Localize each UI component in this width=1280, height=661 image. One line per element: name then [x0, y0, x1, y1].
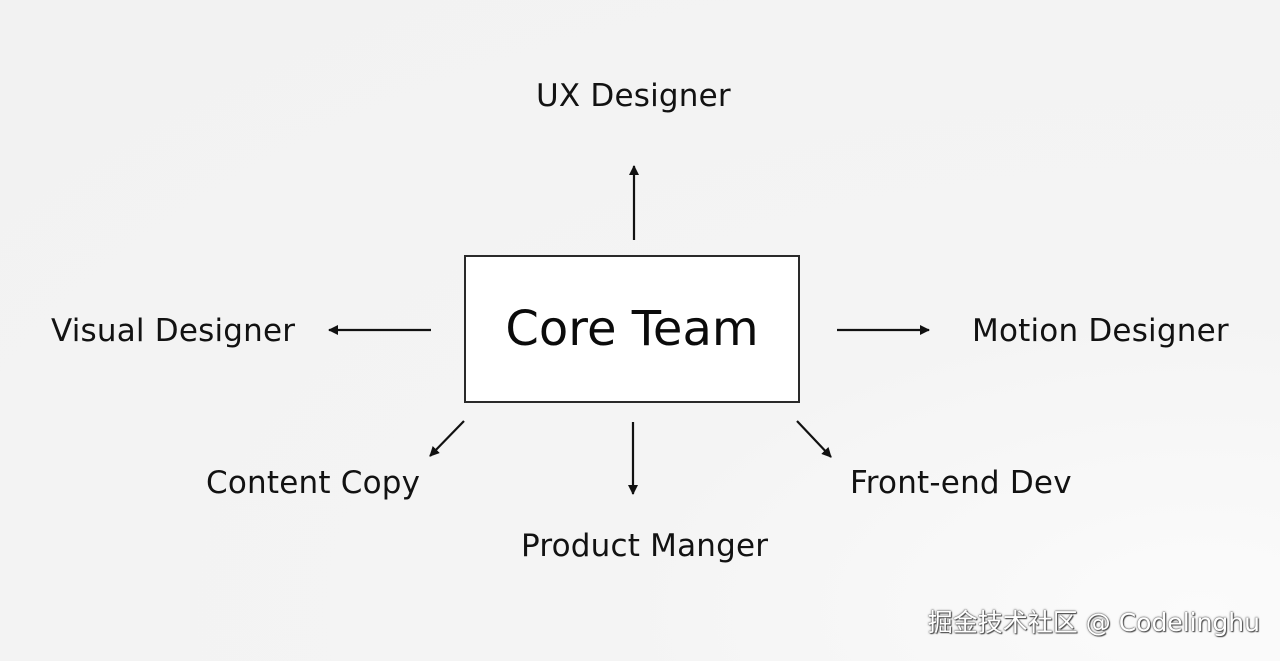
arrow-to-content-copy	[429, 420, 465, 457]
visual-designer-label: Visual Designer	[51, 313, 296, 349]
product-manager-label: Product Manger	[521, 528, 769, 564]
motion-designer-label: Motion Designer	[972, 313, 1229, 349]
core-team-box: Core Team	[464, 255, 800, 403]
front-end-dev-label: Front-end Dev	[850, 465, 1072, 501]
watermark: 掘金技术社区 @ Codelinghu	[927, 608, 1260, 637]
arrow-to-front-end-dev	[796, 420, 832, 458]
ux-designer-label: UX Designer	[536, 78, 731, 114]
core-team-label: Core Team	[505, 301, 759, 357]
content-copy-label: Content Copy	[206, 465, 421, 501]
